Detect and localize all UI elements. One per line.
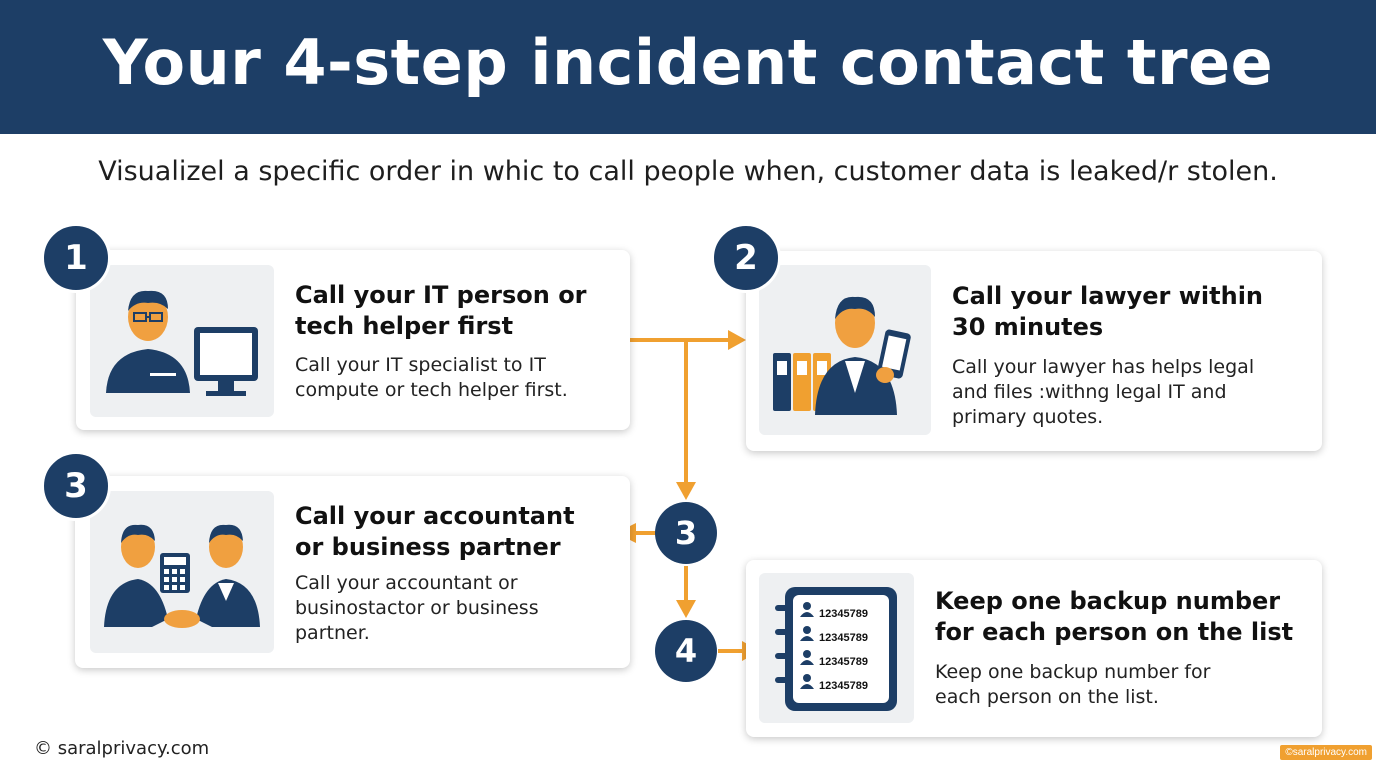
backup-number-4: 12345789 bbox=[819, 680, 868, 692]
step-2-title: Call your lawyer within 30 minutes bbox=[952, 282, 1264, 341]
step-card-2: Call your lawyer within 30 minutes Call … bbox=[746, 251, 1322, 451]
address-book-icon: 12345789 12345789 12345789 12345789 bbox=[775, 587, 897, 711]
backup-number-2: 12345789 bbox=[819, 632, 868, 644]
page-title: Your 4-step incident contact tree bbox=[102, 26, 1274, 99]
step-3-description: Call your accountant or businostactor or… bbox=[295, 572, 539, 644]
flow-node-4: 4 bbox=[655, 620, 717, 682]
flow-node-3: 3 bbox=[655, 502, 717, 564]
step-card-4: 12345789 12345789 12345789 12345789 Keep… bbox=[746, 560, 1322, 737]
step-3-badge: 3 bbox=[41, 451, 111, 521]
lawyer-illustration bbox=[759, 265, 931, 435]
copyright-footer: © saralprivacy.com bbox=[34, 738, 210, 759]
lawyer-phone-icon bbox=[773, 296, 911, 415]
step-4-title: Keep one backup number for each person o… bbox=[935, 587, 1294, 646]
step-2-description: Call your lawyer has helps legal and fil… bbox=[952, 356, 1255, 428]
step-1-title: Call your IT person or tech helper first bbox=[295, 281, 587, 340]
step-3-title: Call your accountant or business partner bbox=[295, 502, 575, 561]
step-4-description: Keep one backup number for each person o… bbox=[935, 661, 1211, 708]
watermark-badge: ©saralprivacy.com bbox=[1280, 745, 1372, 760]
backup-number-3: 12345789 bbox=[819, 656, 868, 668]
address-book-illustration: 12345789 12345789 12345789 12345789 bbox=[759, 573, 914, 723]
step-1-badge: 1 bbox=[41, 223, 111, 293]
step-card-1: Call your IT person or tech helper first… bbox=[76, 250, 630, 430]
header-banner: Your 4-step incident contact tree bbox=[0, 0, 1376, 134]
backup-number-1: 12345789 bbox=[819, 608, 868, 620]
step-2-badge: 2 bbox=[711, 223, 781, 293]
step-card-3: Call your accountant or business partner… bbox=[75, 476, 630, 668]
it-person-illustration bbox=[90, 265, 274, 417]
step-1-description: Call your IT specialist to IT compute or… bbox=[295, 354, 568, 401]
page-subtitle: Visualizel a specific order in whic to c… bbox=[98, 156, 1278, 187]
it-person-computer-icon bbox=[106, 290, 258, 396]
accountant-illustration bbox=[90, 491, 274, 653]
handshake-calculator-icon bbox=[104, 524, 260, 628]
